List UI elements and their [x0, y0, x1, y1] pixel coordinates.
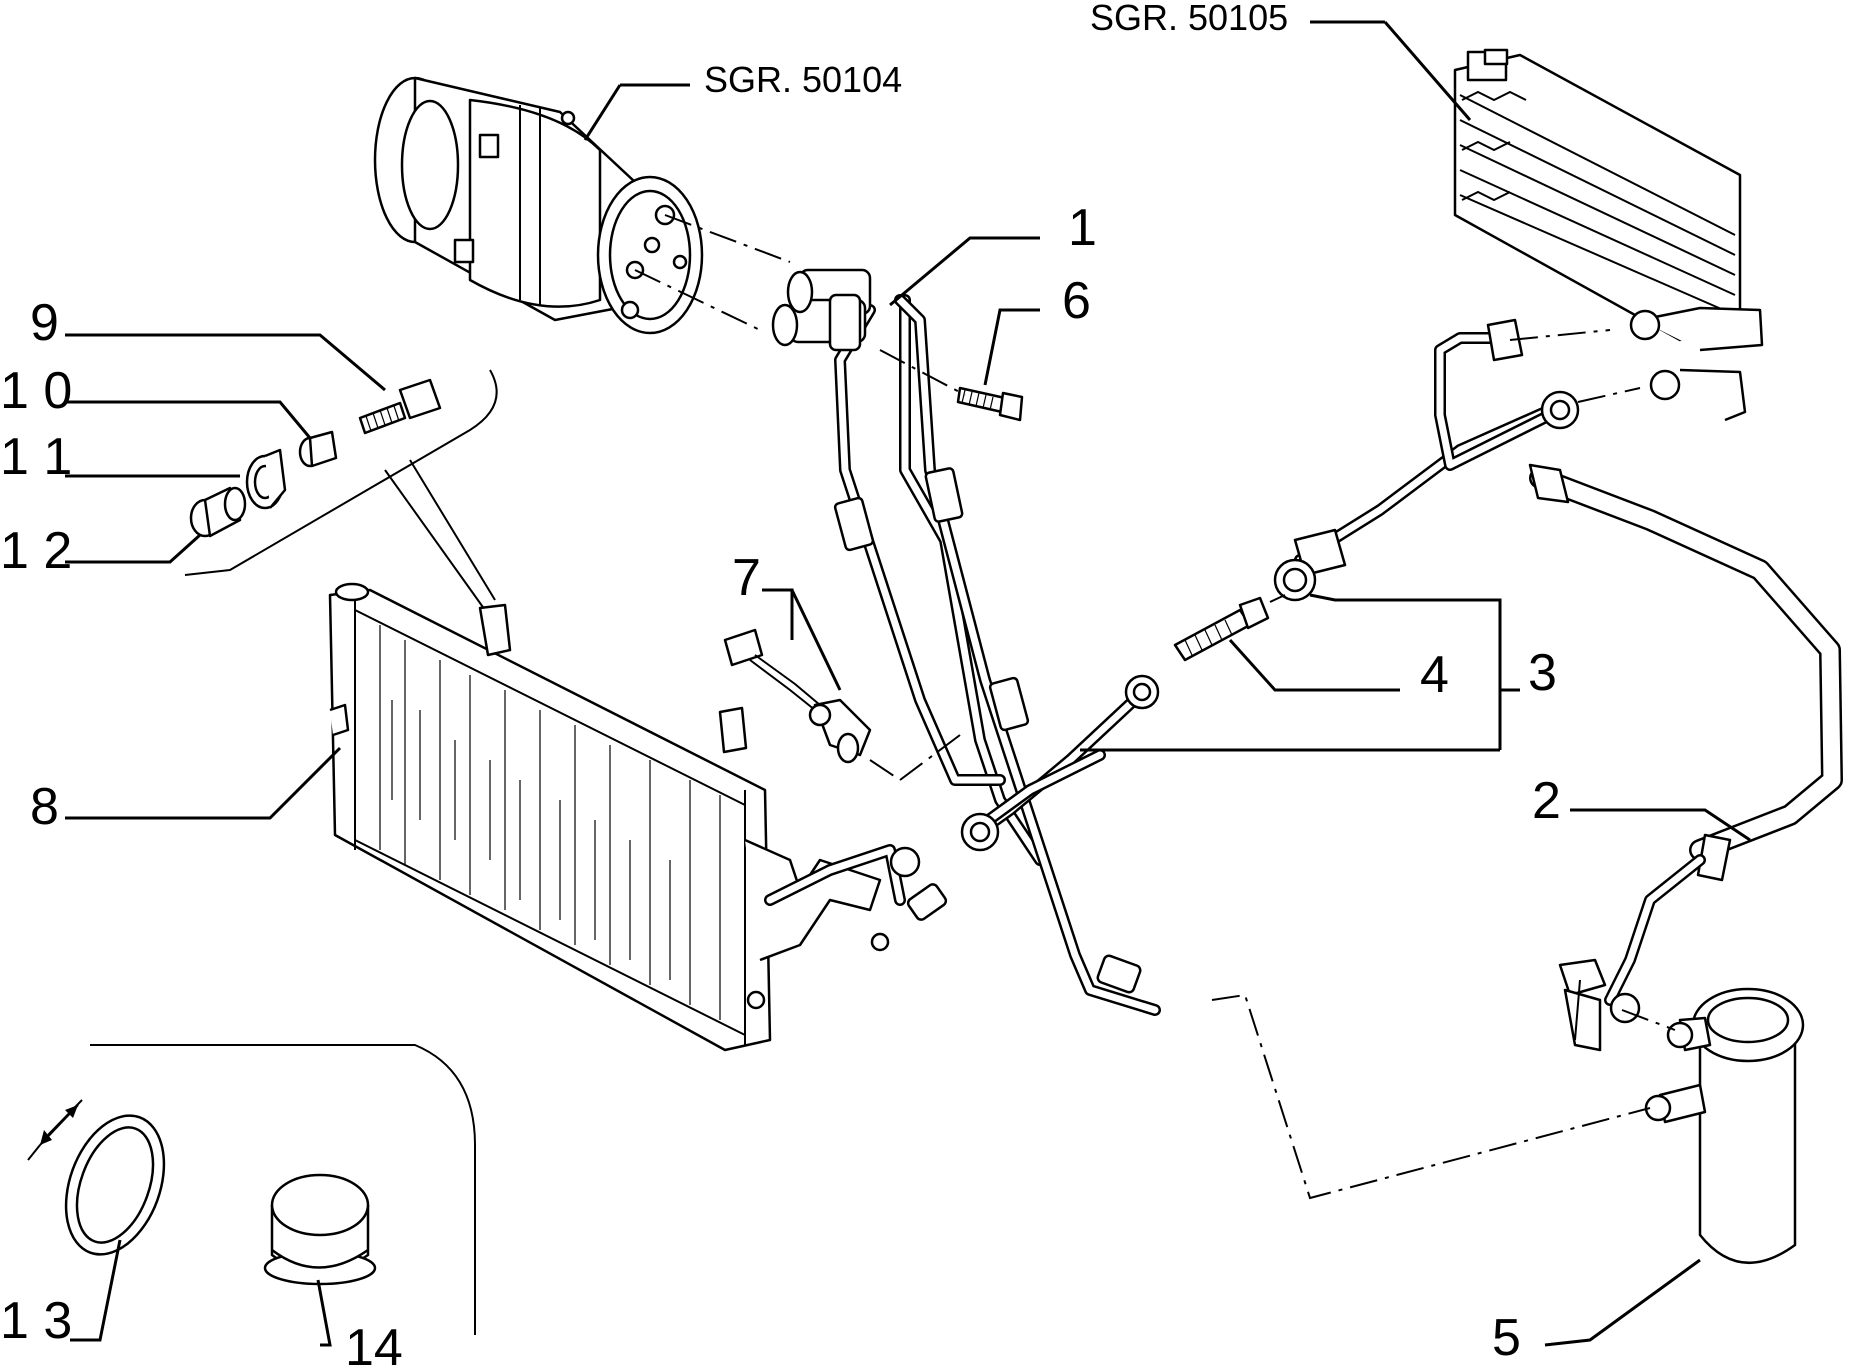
bolt-9	[358, 378, 442, 435]
leader-2	[1570, 808, 1751, 842]
bolt-6	[956, 386, 1024, 422]
inset-border	[90, 1044, 476, 1335]
leader-14	[316, 1279, 332, 1347]
valve-12	[189, 486, 247, 538]
callout-3: 3	[1528, 644, 1557, 702]
flexible-hose-2	[1528, 463, 1843, 1052]
callout-12: 1 2	[0, 522, 72, 580]
receiver-dryer-5	[1644, 987, 1805, 1265]
insert-10	[298, 430, 338, 468]
callout-2: 2	[1532, 772, 1561, 830]
leader-3-top	[1309, 593, 1502, 750]
compressor-drawing	[373, 76, 704, 335]
callout-10: 1 0	[0, 362, 72, 420]
condenser-8	[328, 582, 948, 1052]
valve-4	[1173, 596, 1270, 662]
callout-4: 4	[1420, 646, 1449, 704]
seal-11	[245, 448, 287, 510]
pressure-switch-7	[723, 628, 872, 764]
callout-6: 6	[1062, 272, 1091, 330]
callout-14: 14	[345, 1319, 403, 1369]
callout-11: 1 1	[0, 428, 72, 486]
leader-6	[983, 308, 1040, 386]
leader-7	[762, 588, 794, 640]
leader-sgr-50104	[583, 84, 622, 141]
liquid-pipe-3	[960, 318, 1580, 852]
leader-5	[1544, 1258, 1701, 1347]
callout-1: 1	[1068, 199, 1097, 257]
leader-4	[1228, 638, 1400, 692]
sgr-50105-label: SGR. 50105	[1090, 0, 1288, 38]
o-ring-13	[27, 1099, 166, 1256]
leader-13	[70, 1239, 122, 1342]
evaporator-drawing	[1453, 48, 1764, 422]
leader-8	[65, 746, 342, 820]
leader-10	[65, 400, 312, 439]
bracket-9-12	[184, 369, 498, 576]
seal-cap-14	[263, 1173, 377, 1286]
leader-1	[889, 236, 1040, 307]
sgr-50104-label: SGR. 50104	[704, 59, 902, 100]
callout-9: 9	[30, 294, 59, 352]
callout-8: 8	[30, 778, 59, 836]
leader-12	[65, 533, 202, 564]
callout-5: 5	[1492, 1309, 1521, 1367]
leader-9	[65, 333, 386, 392]
callout-13: 1 3	[0, 1292, 72, 1350]
callout-7: 7	[732, 549, 761, 607]
